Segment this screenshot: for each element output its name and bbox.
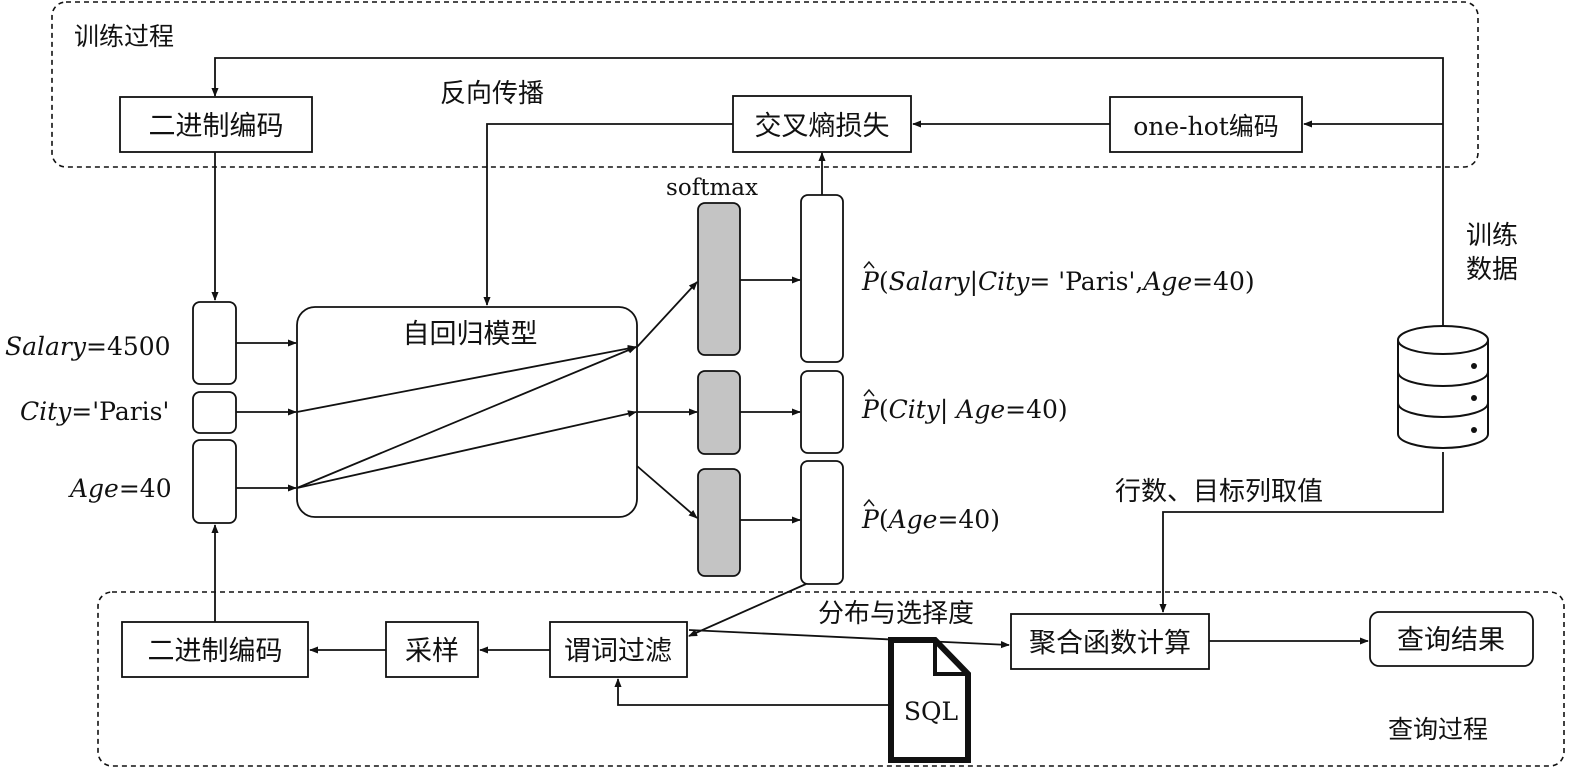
sampling-label: 采样 [405, 636, 459, 667]
output-age-box [800, 460, 844, 585]
output-age-label: P(Age=40) [861, 498, 1000, 534]
training-region [51, 1, 1479, 168]
cross-entropy-box [732, 95, 912, 153]
binary-encoding-box-training [119, 96, 313, 153]
binary-encoding-label-query: 二进制编码 [148, 636, 283, 667]
arrow-sql-to-filter [614, 678, 891, 706]
arrow-model-to-softmax-salary [636, 281, 698, 348]
arrow-internal-age-salary [296, 346, 637, 489]
training-data-label-2: 数据 [1466, 255, 1518, 285]
one-hot-label: one-hot编码 [1133, 112, 1279, 141]
query-region [97, 591, 1565, 767]
arrow-output-to-filter [688, 583, 807, 637]
svg-text:P(Salary|City= 'Paris',Age=40): P(Salary|City= 'Paris',Age=40) [861, 267, 1255, 297]
binary-encoding-box-query [121, 621, 309, 678]
arrow-backprop [483, 123, 733, 306]
aggregate-box [1010, 613, 1210, 670]
query-result-label: 查询结果 [1397, 625, 1505, 656]
softmax-label: softmax [666, 175, 758, 201]
arrow-model-to-softmax-age [636, 465, 698, 519]
svg-text:P(Age=40): P(Age=40) [861, 505, 1000, 534]
softmax-block-city [697, 370, 741, 455]
rows-target-label: 行数、目标列取值 [1115, 477, 1323, 507]
one-hot-box [1109, 96, 1303, 153]
output-city-label: P(City| Age=40) [861, 388, 1068, 425]
input-city-box [192, 391, 237, 434]
arrow-internal-age-city [296, 410, 637, 489]
predicate-filter-box [549, 621, 688, 678]
input-salary-box [192, 301, 237, 385]
database-icon [1397, 325, 1489, 449]
output-salary-label: P(Salary|City= 'Paris',Age=40) [861, 260, 1255, 297]
connectors [211, 57, 1444, 706]
softmax-block-salary [697, 202, 741, 356]
arrow-db-to-aggregate [1159, 452, 1444, 613]
input-city-label: City='Paris' [20, 397, 169, 426]
svg-text:P(City| Age=40): P(City| Age=40) [861, 395, 1068, 425]
arrow-training-data-to-binary [211, 57, 1444, 326]
training-region-label: 训练过程 [74, 22, 174, 51]
output-salary-box [800, 194, 844, 363]
query-result-box [1369, 611, 1534, 667]
sql-label: SQL [904, 697, 958, 726]
predicate-filter-label: 谓词过滤 [564, 636, 672, 667]
input-salary-label: Salary=4500 [5, 332, 171, 361]
softmax-block-age [697, 468, 741, 577]
output-city-box [800, 370, 844, 454]
aggregate-label: 聚合函数计算 [1029, 628, 1191, 659]
training-data-label-1: 训练 [1466, 221, 1518, 251]
query-region-label: 查询过程 [1388, 715, 1488, 744]
sql-document-icon [888, 637, 971, 763]
binary-encoding-label-training: 二进制编码 [149, 111, 284, 142]
cross-entropy-label: 交叉熵损失 [755, 111, 890, 142]
input-age-label: Age=40 [68, 474, 172, 503]
autoregressive-model-label: 自回归模型 [403, 319, 538, 350]
arrow-internal-city-salary [296, 344, 637, 413]
backprop-label: 反向传播 [440, 79, 544, 109]
input-age-box [192, 439, 237, 524]
distribution-selectivity-label: 分布与选择度 [818, 599, 974, 629]
arrow-filter-to-aggregate [688, 629, 1010, 649]
